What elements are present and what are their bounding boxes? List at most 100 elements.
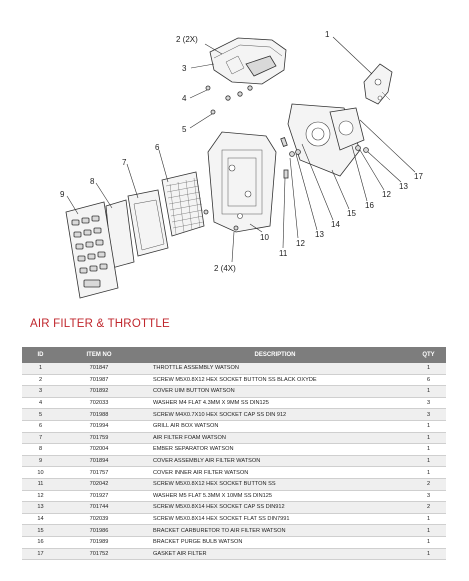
header-description: DESCRIPTION: [139, 347, 411, 363]
callout-7: 7: [122, 158, 127, 167]
cell-description: SCREW M5X0.8X14 HEX SOCKET CAP SS DIN912: [139, 501, 411, 514]
cell-item-no: 701744: [59, 501, 139, 514]
cell-qty: 1: [411, 420, 446, 433]
cell-description: WASHER M4 FLAT 4.3MM X 9MM SS DIN125: [139, 397, 411, 410]
cell-description: GRILL AIR BOX WATSON: [139, 420, 411, 433]
callout-12: 12: [296, 239, 305, 248]
cell-item-no: 701759: [59, 432, 139, 445]
cell-id: 5: [22, 408, 59, 421]
cell-id: 6: [22, 420, 59, 433]
cell-qty: 3: [411, 490, 446, 503]
header-item-no: ITEM NO: [59, 347, 139, 363]
callout-14: 14: [331, 220, 340, 229]
callout-10: 10: [260, 233, 269, 242]
callout-3: 3: [182, 64, 187, 73]
cell-description: SCREW M4X0.7X10 HEX SOCKET CAP SS DIN 91…: [139, 408, 411, 421]
callout-13b: 13: [399, 182, 408, 191]
cell-qty: 3: [411, 397, 446, 410]
cell-description: SCREW M5X0.8X12 HEX SOCKET BUTTON SS: [139, 478, 411, 491]
cell-qty: 1: [411, 363, 446, 375]
callout-labels: 2 (2X) 3 1 4 5 6 7 8 9 10 11 12 13 14 15…: [60, 30, 423, 273]
cell-item-no: 702039: [59, 513, 139, 526]
cell-qty: 6: [411, 374, 446, 387]
cell-qty: 1: [411, 536, 446, 549]
cell-id: 1: [22, 363, 59, 375]
callout-2-4x: 2 (4X): [214, 264, 236, 273]
cell-item-no: 701994: [59, 420, 139, 433]
callout-13: 13: [315, 230, 324, 239]
cell-item-no: 701927: [59, 490, 139, 503]
cell-item-no: 702042: [59, 478, 139, 491]
part-air-filter-cover: [65, 201, 119, 299]
cell-id: 15: [22, 524, 59, 537]
cell-description: SCREW M5X0.8X14 HEX SOCKET FLAT SS DIN79…: [139, 513, 411, 526]
cell-item-no: 701752: [59, 548, 139, 561]
cell-description: COVER UIM BUTTON WATSON: [139, 385, 411, 398]
cell-qty: 1: [411, 385, 446, 398]
callout-15: 15: [347, 209, 356, 218]
cell-description: WASHER M5 FLAT 5.3MM X 10MM SS DIN125: [139, 490, 411, 503]
cell-qty: 1: [411, 548, 446, 561]
cell-qty: 1: [411, 455, 446, 468]
cell-item-no: 701757: [59, 466, 139, 479]
callout-16: 16: [365, 201, 374, 210]
callout-1: 1: [325, 30, 330, 39]
part-screws-top: [205, 85, 253, 115]
callout-17: 17: [414, 172, 423, 181]
cell-id: 4: [22, 397, 59, 410]
cell-item-no: 701987: [59, 374, 139, 387]
cell-description: AIR FILTER FOAM WATSON: [139, 432, 411, 445]
cell-qty: 3: [411, 408, 446, 421]
cell-qty: 1: [411, 524, 446, 537]
cell-item-no: 702033: [59, 397, 139, 410]
cell-qty: 1: [411, 432, 446, 445]
cell-description: GASKET AIR FILTER: [139, 548, 411, 561]
cell-item-no: 701892: [59, 385, 139, 398]
cell-qty: 2: [411, 501, 446, 514]
cell-description: COVER INNER AIR FILTER WATSON: [139, 466, 411, 479]
exploded-parts-diagram: 2 (2X) 3 1 4 5 6 7 8 9 10 11 12 13 14 15…: [60, 30, 423, 299]
part-throttle-assembly: [363, 63, 393, 105]
header-qty: QTY: [411, 347, 446, 363]
cell-qty: 1: [411, 513, 446, 526]
cell-id: 2: [22, 374, 59, 387]
callout-4: 4: [182, 94, 187, 103]
part-cover-uim-button: [209, 37, 287, 85]
callout-leaders: [66, 36, 416, 263]
cell-id: 3: [22, 385, 59, 398]
callout-6: 6: [155, 143, 160, 152]
cell-id: 12: [22, 490, 59, 503]
cell-description: COVER ASSEMBLY AIR FILTER WATSON: [139, 455, 411, 468]
cell-item-no: 701894: [59, 455, 139, 468]
cell-description: SCREW M5X0.8X12 HEX SOCKET BUTTON SS BLA…: [139, 374, 411, 387]
cell-id: 10: [22, 466, 59, 479]
cell-description: EMBER SEPARATOR WATSON: [139, 443, 411, 456]
cell-qty: 2: [411, 478, 446, 491]
cell-item-no: 701986: [59, 524, 139, 537]
header-id: ID: [22, 347, 59, 363]
cell-qty: 1: [411, 443, 446, 456]
cell-qty: 1: [411, 466, 446, 479]
cell-description: BRACKET PURGE BULB WATSON: [139, 536, 411, 549]
cell-item-no: 702004: [59, 443, 139, 456]
cell-id: 7: [22, 432, 59, 445]
callout-2-2x: 2 (2X): [176, 35, 198, 44]
cell-description: BRACKET CARBURETOR TO AIR FILTER WATSON: [139, 524, 411, 537]
cell-description: THROTTLE ASSEMBLY WATSON: [139, 363, 411, 375]
table-header-row: ID ITEM NO DESCRIPTION QTY: [22, 347, 446, 363]
